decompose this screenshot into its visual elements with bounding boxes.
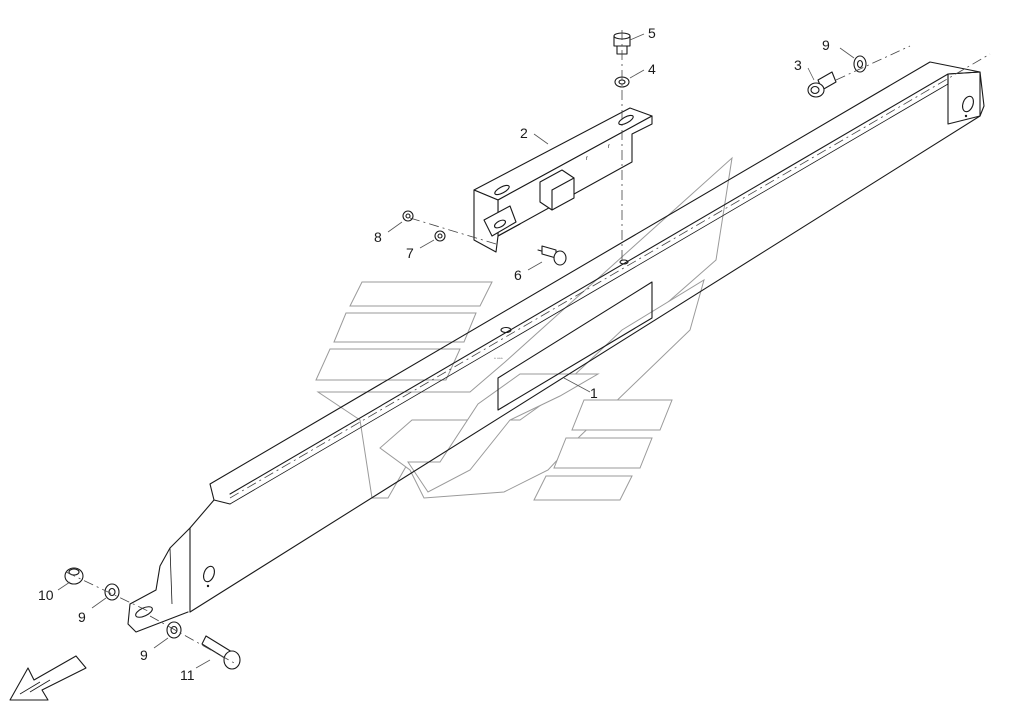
bracket: r r: [473, 107, 653, 265]
main-beam: ▫ ▫▫▫: [127, 53, 991, 633]
leader-lines: [57, 33, 855, 669]
callout-3: 3: [794, 57, 802, 73]
nut-8: [402, 210, 414, 222]
watermark-logo: [315, 156, 733, 501]
washer-9-top: [853, 55, 867, 73]
callout-7: 7: [406, 245, 414, 261]
bolt-11: [201, 635, 241, 670]
callout-2: 2: [520, 125, 528, 141]
callouts: 1 2 3 4 5 6 7 8 9 10 9 9 11: [38, 25, 830, 683]
callout-8: 8: [374, 229, 382, 245]
pin-6: [537, 245, 567, 266]
axis-10-9: [65, 571, 151, 613]
svg-text:▫ ▫▫▫: ▫ ▫▫▫: [494, 356, 503, 362]
bolt-3: [807, 71, 837, 98]
callout-6: 6: [514, 267, 522, 283]
svg-text:r: r: [608, 144, 610, 150]
callout-4: 4: [648, 61, 656, 77]
axis-3-9: [835, 45, 911, 81]
callout-10: 10: [38, 587, 54, 603]
callout-9-left: 9: [78, 609, 86, 625]
callout-9-bottom: 9: [140, 647, 148, 663]
svg-text:r: r: [586, 156, 588, 162]
washer-9-bottom: [166, 621, 182, 639]
callout-9-top: 9: [822, 37, 830, 53]
axis-9-11: [149, 615, 237, 665]
callout-5: 5: [648, 25, 656, 41]
washer-7: [434, 230, 446, 242]
callout-1: 1: [590, 385, 598, 401]
callout-11: 11: [180, 667, 195, 683]
direction-arrow-icon: [9, 655, 87, 701]
axis-7-8: [409, 217, 497, 245]
